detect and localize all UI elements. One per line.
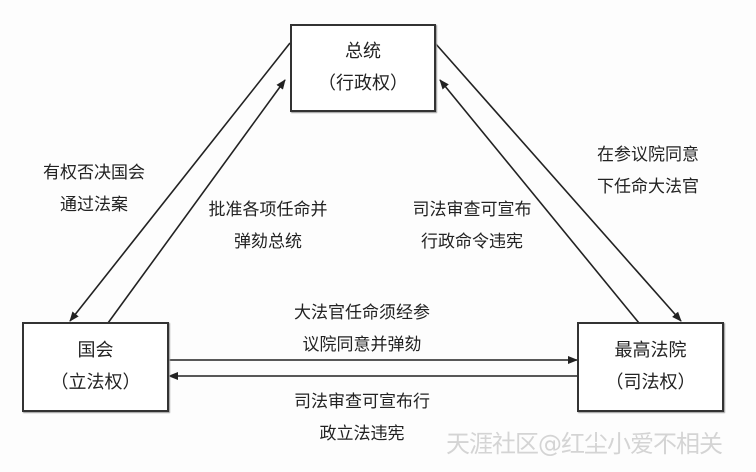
label-line: 弹劾总统 — [234, 232, 302, 252]
court-name: 最高法院 — [614, 340, 687, 361]
label-line: 大法官任命须经参 — [294, 303, 430, 323]
president-power: （行政权） — [318, 73, 408, 94]
label-senate-consent: 大法官任命须经参 议院同意并弹劾 — [294, 297, 430, 361]
label-line: 政立法违宪 — [319, 424, 405, 444]
label-line: 有权否决国会 — [43, 163, 145, 183]
label-veto: 有权否决国会 通过法案 — [43, 157, 145, 221]
label-line: 司法审查可宣布 — [412, 200, 532, 220]
arrow-court-to-president — [439, 79, 640, 324]
court-box: 最高法院 （司法权） — [577, 322, 724, 412]
arrow-president-to-court — [434, 42, 682, 322]
label-line: 通过法案 — [60, 195, 128, 215]
arrow-congress-to-president — [107, 79, 286, 324]
label-line: 行政命令违宪 — [421, 232, 523, 252]
arrow-president-to-congress — [69, 42, 291, 322]
watermark: 天涯社区@红尘小爱不相关 — [446, 430, 723, 458]
president-name: 总统 — [345, 41, 381, 62]
court-power: （司法权） — [605, 372, 696, 393]
label-judicial-review-exec: 司法审查可宣布 行政命令违宪 — [413, 194, 532, 258]
label-line: 司法审查可宣布行 — [294, 392, 430, 412]
congress-box: 国会 （立法权） — [22, 322, 169, 412]
label-appoint-justices: 在参议院同意 下任命大法官 — [597, 139, 699, 203]
label-line: 在参议院同意 — [597, 145, 699, 165]
president-box: 总统 （行政权） — [290, 24, 436, 112]
label-line: 批准各项任命并 — [208, 200, 328, 220]
label-line: 下任命大法官 — [597, 177, 699, 197]
congress-power: （立法权） — [50, 372, 141, 393]
label-judicial-review-leg: 司法审查可宣布行 政立法违宪 — [294, 386, 430, 450]
congress-name: 国会 — [77, 340, 114, 361]
label-line: 议院同意并弹劾 — [302, 335, 422, 355]
label-approve-impeach: 批准各项任命并 弹劾总统 — [209, 194, 328, 258]
